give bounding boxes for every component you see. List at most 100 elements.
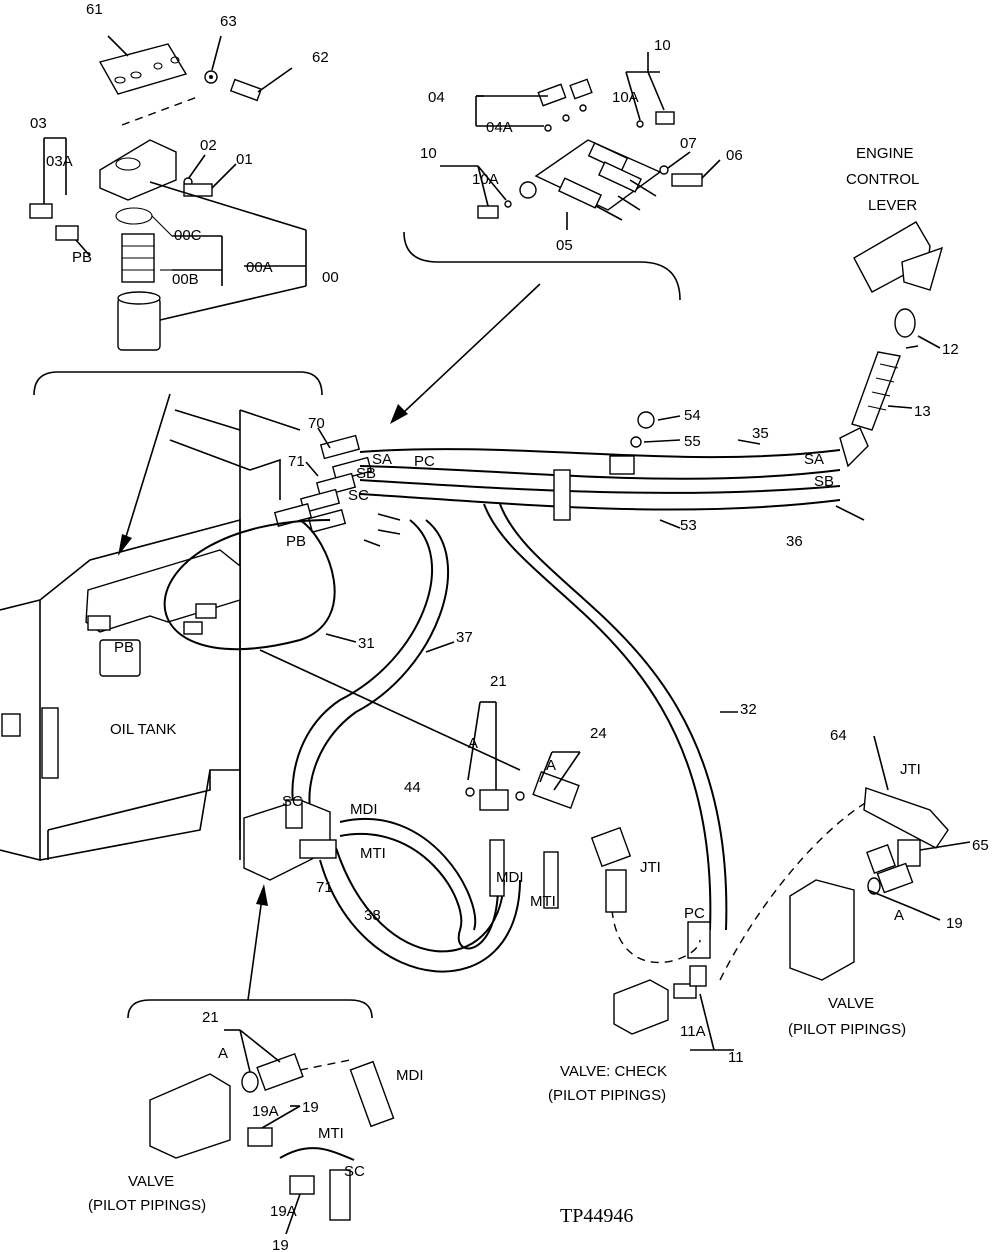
label-21-bot: 21 — [202, 1009, 219, 1026]
label-sc-bot: SC — [344, 1163, 365, 1180]
o-ring-a-bottom — [241, 1071, 259, 1093]
label-lever: LEVER — [868, 197, 917, 214]
label-37: 37 — [456, 629, 473, 646]
label-pc-mid: PC — [414, 453, 435, 470]
label-24: 24 — [590, 725, 607, 742]
fitting-19a-2 — [289, 1175, 315, 1195]
label-64: 64 — [830, 727, 847, 744]
label-19a-1: 19A — [252, 1103, 279, 1120]
label-10a-right: 10A — [612, 89, 639, 106]
label-00c: 00C — [174, 227, 202, 244]
label-jt1-mid: JTI — [640, 859, 661, 876]
adapter-19-right — [876, 862, 914, 894]
label-sa-mid: SA — [372, 451, 392, 468]
bolt-62 — [229, 78, 263, 102]
engine-control-lever-group — [839, 221, 944, 468]
bottom-detail-group — [127, 999, 395, 1235]
label-61: 61 — [86, 1, 103, 18]
hose-36 — [359, 465, 841, 480]
plate-61 — [98, 43, 188, 95]
label-00: 00 — [322, 269, 339, 286]
label-10-right: 10 — [654, 37, 671, 54]
label-07: 07 — [680, 135, 697, 152]
fitting-65 — [897, 839, 921, 867]
label-71-bot: 71 — [316, 879, 333, 896]
label-sc-valve: SC — [282, 793, 303, 810]
elbow-04 — [537, 83, 567, 107]
label-63: 63 — [220, 13, 237, 30]
elbow-03 — [29, 203, 53, 219]
plug-10-left — [477, 205, 499, 219]
label-71-top: 71 — [288, 453, 305, 470]
label-19a-2: 19A — [270, 1203, 297, 1220]
label-pc-bot: PC — [684, 905, 705, 922]
oil-tank-structure — [0, 409, 521, 862]
label-44: 44 — [404, 779, 421, 796]
label-jt1-right: JTI — [900, 761, 921, 778]
elbow-21-bottom — [256, 1052, 304, 1092]
label-70: 70 — [308, 415, 325, 432]
label-02: 02 — [200, 137, 217, 154]
pilot-valve-block-bottom — [149, 1073, 231, 1159]
label-engine: ENGINE — [856, 145, 914, 162]
hose-38 — [319, 859, 521, 973]
label-06: 06 — [726, 147, 743, 164]
label-11: 11 — [728, 1049, 744, 1066]
filter-case-00 — [117, 297, 161, 351]
label-check-2: (PILOT PIPINGS) — [548, 1087, 666, 1104]
filter-head-block — [99, 139, 177, 201]
callout-bracket-left — [33, 371, 323, 396]
label-sc-mid: SC — [348, 487, 369, 504]
hose-routing — [163, 411, 949, 1035]
hose-fitting-pc — [687, 921, 711, 959]
label-md1-valve: MDI — [350, 801, 378, 818]
label-00a: 00A — [246, 259, 273, 276]
label-53: 53 — [680, 517, 697, 534]
plug-10-right — [655, 111, 675, 125]
tee-24 — [532, 770, 580, 810]
part-labels: 61 63 62 03 03A 02 01 PB 00C 00B 00A 00 … — [30, 1, 989, 1252]
label-pb-top: PB — [72, 249, 92, 266]
label-control: CONTROL — [846, 171, 919, 188]
label-a-bot: A — [218, 1045, 228, 1062]
hose-fitting-md1 — [489, 839, 505, 897]
label-62: 62 — [312, 49, 329, 66]
label-mt1-bot: MTI — [318, 1125, 344, 1142]
label-valve-r1: VALVE — [828, 995, 874, 1012]
label-36: 36 — [786, 533, 803, 550]
label-00b: 00B — [172, 271, 199, 288]
label-12: 12 — [942, 341, 959, 358]
label-valve-r2: (PILOT PIPINGS) — [788, 1021, 906, 1038]
label-oil-tank: OIL TANK — [110, 721, 176, 738]
hose-37 — [291, 519, 434, 821]
hose-64 — [863, 787, 949, 849]
label-a-21: A — [468, 735, 478, 752]
label-valve-l2: (PILOT PIPINGS) — [88, 1197, 206, 1214]
label-valve-l1: VALVE — [128, 1173, 174, 1190]
label-13: 13 — [914, 403, 931, 420]
hose-fitting-mt1 — [543, 851, 559, 909]
label-mt1-hose: MTI — [530, 893, 556, 910]
label-19-1: 19 — [302, 1099, 319, 1116]
bolt-06 — [671, 173, 703, 187]
label-65: 65 — [972, 837, 989, 854]
filter-assembly-group — [29, 35, 323, 396]
hose-44 — [339, 833, 500, 950]
hose-32 — [483, 503, 712, 931]
callout-bracket-bottom — [127, 999, 373, 1019]
label-a-24: A — [546, 757, 556, 774]
clamp-53 — [609, 455, 635, 475]
label-21-top: 21 — [490, 673, 507, 690]
figure-id: TP44946 — [560, 1205, 633, 1227]
label-01: 01 — [236, 151, 253, 168]
hose-fitting-jt1 — [605, 869, 627, 913]
fitting-pb-top — [55, 225, 79, 241]
tank-cap — [1, 713, 21, 737]
label-md1-hose: MDI — [496, 869, 524, 886]
label-10a-left: 10A — [472, 171, 499, 188]
fitting-12 — [894, 308, 916, 338]
main-fittings-group — [273, 427, 401, 547]
hose-md1-bottom — [349, 1060, 395, 1128]
label-sb-mid: SB — [356, 465, 376, 482]
